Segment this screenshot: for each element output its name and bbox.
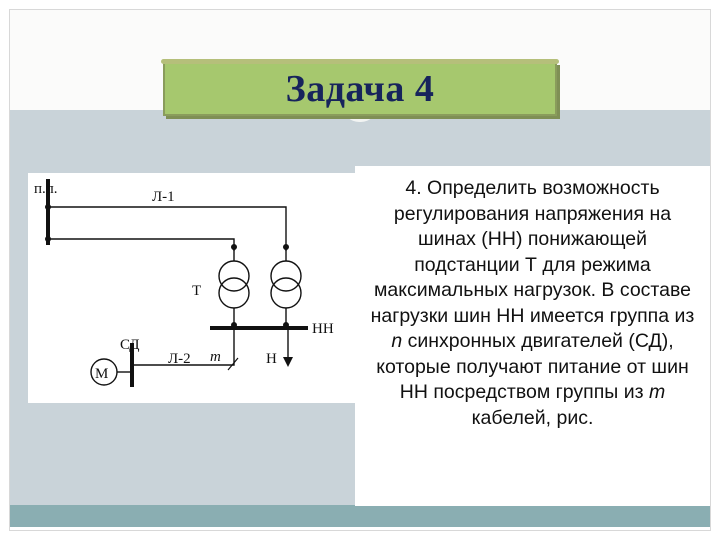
task-description: 4. Определить возможность регулирования …: [367, 176, 698, 431]
motor-symbol: [90, 358, 118, 386]
load-arrow: [283, 357, 293, 367]
var-m: m: [648, 381, 666, 403]
label-nn: НН: [312, 321, 334, 337]
task-panel: 4. Определить возможность регулирования …: [355, 166, 710, 506]
label-sd: СД: [120, 337, 140, 353]
line-l1-branch-1: [48, 206, 287, 251]
label-pp: п.п.: [34, 181, 58, 197]
circuit-diagram: п.п. Л-1 Т НН СД М Л-2 m Н: [28, 173, 358, 403]
var-n: n: [391, 330, 403, 352]
footer-bar: [10, 505, 710, 527]
label-motor: М: [95, 366, 108, 382]
label-l2: Л-2: [168, 351, 191, 367]
title-banner: Задача 4: [161, 59, 559, 116]
transformer-2: [270, 260, 302, 309]
label-load: Н: [266, 351, 277, 367]
cable-group-mark: [227, 357, 239, 371]
task-text-part-3: кабелей, рис.: [471, 406, 594, 429]
task-text-part-1: 4. Определить возможность регулирования …: [370, 177, 695, 327]
transformer-1: [218, 260, 250, 309]
label-l1: Л-1: [152, 189, 175, 205]
line-l1-branch-2: [48, 238, 235, 251]
slide-title: Задача 4: [285, 68, 435, 110]
label-m-count: m: [210, 349, 221, 365]
label-t: Т: [192, 283, 201, 299]
task-text-part-2: синхронных двигателей (СД), которые полу…: [376, 330, 689, 403]
line-l2: [132, 328, 235, 366]
circuit-diagram-svg: п.п. Л-1 Т НН СД М Л-2 m Н: [34, 179, 334, 387]
